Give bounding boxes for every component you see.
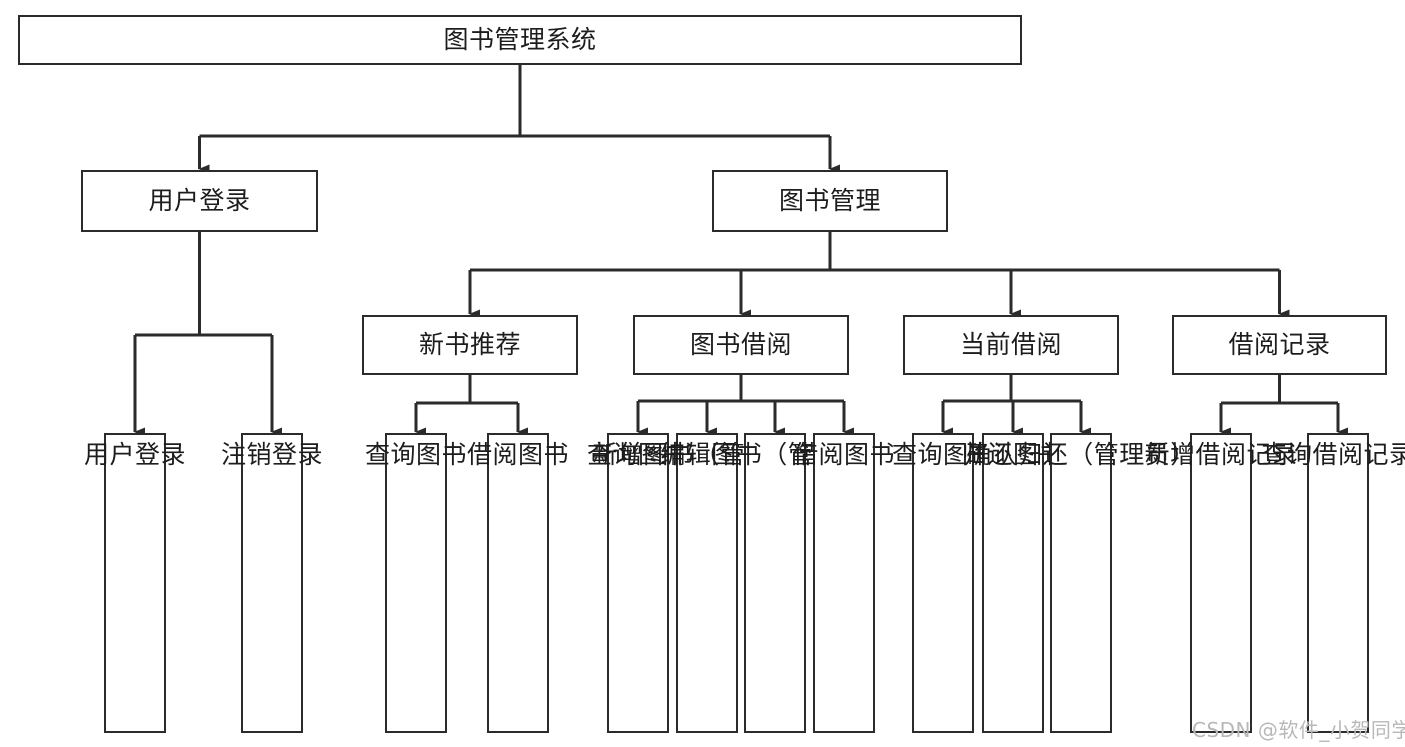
node-leaf-query-borrow-rec[interactable]: 查询借阅记录	[1262, 433, 1405, 733]
node-label: 查询借阅记录	[1261, 440, 1405, 469]
node-label: 图书管理系统	[443, 25, 597, 55]
node-label: 确认归还（管理员）	[966, 440, 1196, 469]
node-leaf-borrow-book-2[interactable]: 借阅图书	[793, 433, 895, 733]
node-label: 查询图书	[587, 440, 690, 469]
node-leaf-return-book[interactable]: 归还图书	[962, 433, 1064, 733]
node-label: 新书推荐	[418, 330, 521, 360]
node-label: 新增借阅记录	[1144, 440, 1298, 469]
node-label: 借阅图书	[467, 440, 570, 469]
node-leaf-borrow-book-1[interactable]: 借阅图书	[467, 433, 569, 733]
node-leaf-query-book-2[interactable]: 查询图书	[587, 433, 689, 733]
node-book-borrow[interactable]: 图书借阅	[633, 315, 849, 375]
node-borrow-record[interactable]: 借阅记录	[1172, 315, 1387, 375]
node-label: 图书借阅	[689, 330, 792, 360]
node-label: 用户登录	[148, 186, 251, 216]
node-leaf-edit-book-admin[interactable]: 编辑图书（管理员）	[660, 433, 889, 733]
node-leaf-logout-login[interactable]: 注销登录	[221, 433, 323, 733]
node-leaf-user-login[interactable]: 用户登录	[84, 433, 186, 733]
node-label: 借阅记录	[1228, 330, 1331, 360]
node-leaf-add-borrow-rec[interactable]: 新增借阅记录	[1145, 433, 1297, 733]
node-label: 归还图书	[962, 440, 1065, 469]
csdn-watermark: CSDN @软件_小贺同学	[1192, 718, 1405, 742]
node-current-borrow[interactable]: 当前借阅	[903, 315, 1119, 375]
node-user-login[interactable]: 用户登录	[81, 170, 318, 232]
node-root[interactable]: 图书管理系统	[18, 15, 1022, 65]
node-book-manage[interactable]: 图书管理	[712, 170, 948, 232]
node-label: 查询图书	[365, 440, 468, 469]
node-leaf-add-book-admin[interactable]: 新增图书（管理员）	[592, 433, 821, 733]
node-label: 图书管理	[778, 186, 881, 216]
node-label: 借阅图书	[793, 440, 896, 469]
node-label: 用户登录	[84, 440, 187, 469]
node-leaf-query-book-3[interactable]: 查询图书	[892, 433, 994, 733]
node-leaf-confirm-return[interactable]: 确认归还（管理员）	[966, 433, 1195, 733]
node-new-book-rec[interactable]: 新书推荐	[362, 315, 578, 375]
node-label: 查询图书	[892, 440, 995, 469]
node-label: 当前借阅	[959, 330, 1062, 360]
node-leaf-query-book-1[interactable]: 查询图书	[365, 433, 467, 733]
node-label: 注销登录	[221, 440, 324, 469]
